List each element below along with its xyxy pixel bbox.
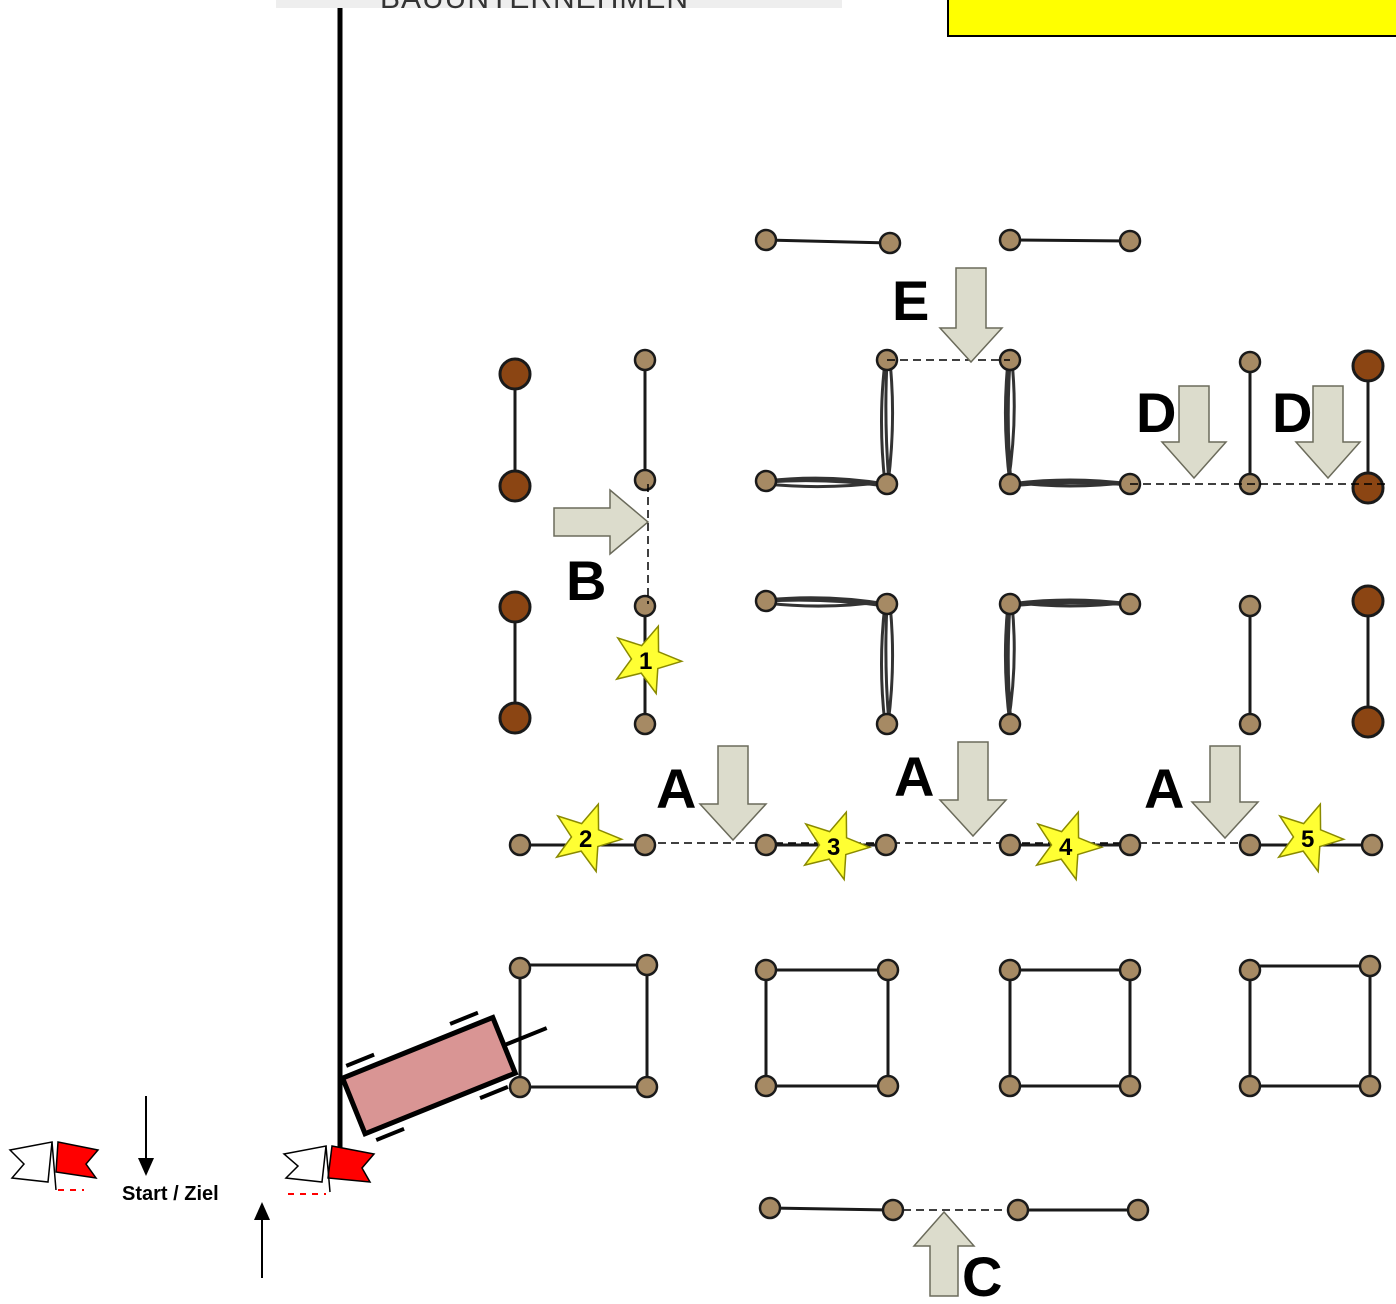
header-banner <box>276 0 842 8</box>
square-box-4 <box>1238 954 1382 1098</box>
svg-text:1: 1 <box>639 648 652 675</box>
big-post-bar-right-bottom <box>1351 584 1385 739</box>
big-post-bar-right-top <box>1351 349 1385 505</box>
square-box-1 <box>508 953 659 1099</box>
arrow-down-d-left <box>1160 385 1228 480</box>
header-company-text: BAUUNTERNEHMEN <box>380 0 689 15</box>
star-2: 2 <box>554 802 624 874</box>
label-b: B <box>566 549 606 612</box>
start-finish-label: Start / Ziel <box>122 1183 219 1205</box>
svg-text:4: 4 <box>1059 834 1073 861</box>
arrow-down-a-3 <box>1190 745 1260 840</box>
svg-text:3: 3 <box>827 834 840 861</box>
label-d-left: D <box>1136 381 1176 444</box>
star-5: 5 <box>1276 802 1346 874</box>
square-box-2 <box>754 958 900 1098</box>
svg-text:5: 5 <box>1301 826 1314 853</box>
small-bar-left-top <box>633 348 657 492</box>
arrow-down-a-2 <box>938 741 1008 838</box>
label-a-1: A <box>656 757 696 820</box>
svg-text:2: 2 <box>579 826 592 853</box>
start-arrow-up <box>254 1202 270 1278</box>
c-bar-left <box>758 1196 905 1222</box>
label-c: C <box>962 1245 1002 1304</box>
star-1: 1 <box>614 624 684 696</box>
top-bar-left <box>754 228 902 255</box>
start-flag-right <box>282 1145 376 1195</box>
small-bar-right-bottom <box>1238 594 1262 736</box>
top-bar-right <box>998 228 1142 253</box>
arrow-down-e <box>938 267 1004 364</box>
l-shape-bottom-right <box>998 592 1142 736</box>
c-bar-right <box>1006 1198 1150 1222</box>
l-shape-top-right <box>998 348 1142 496</box>
vehicle-trailer <box>339 1010 548 1142</box>
square-box-3 <box>998 958 1142 1098</box>
star-4: 4 <box>1034 810 1104 882</box>
arrow-right-b <box>553 488 650 556</box>
star-3: 3 <box>802 810 872 882</box>
start-arrow-down <box>138 1096 154 1176</box>
dashed-guides <box>645 359 1390 1211</box>
label-a-3: A <box>1144 757 1184 820</box>
big-post-bar-1 <box>498 357 532 503</box>
arrow-down-d-right <box>1294 385 1362 480</box>
big-post-bar-2 <box>498 590 532 735</box>
label-e: E <box>892 269 929 332</box>
label-a-2: A <box>894 745 934 808</box>
arrow-up-c <box>912 1210 976 1297</box>
l-shape-bottom-left <box>754 589 899 736</box>
label-d-right: D <box>1272 381 1312 444</box>
arrow-down-a-1 <box>698 745 768 842</box>
yellow-box <box>947 0 1396 37</box>
small-bar-right-top <box>1238 350 1262 496</box>
l-shape-top-left <box>754 348 899 496</box>
start-flag-left <box>8 1141 100 1191</box>
